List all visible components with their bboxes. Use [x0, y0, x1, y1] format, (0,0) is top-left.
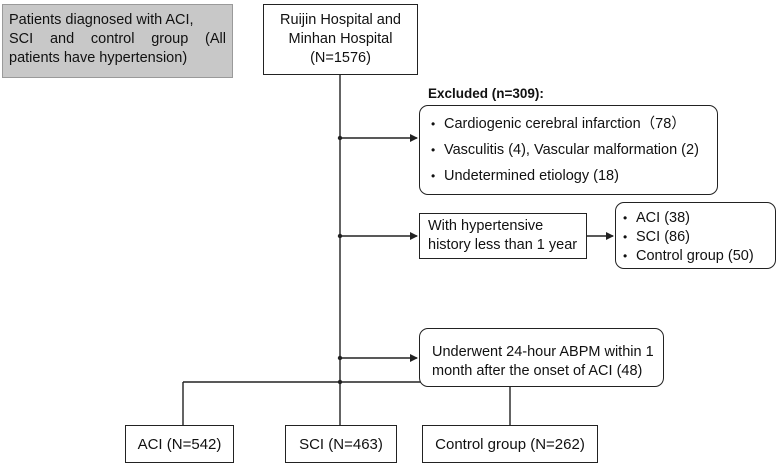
excluded-item: • Cardiogenic cerebral infarction（78） [428, 115, 717, 134]
excluded-item: • Undetermined etiology (18) [428, 167, 717, 186]
hypertension-group-text: Control group (50) [636, 248, 754, 264]
bullet-icon: • [623, 211, 628, 225]
abpm-line-1: Underwent 24-hour ABPM within 1 [432, 344, 654, 360]
excluded-item-text: Undetermined etiology (18) [444, 168, 619, 184]
hypertension-group-item: • SCI (86) [620, 228, 775, 247]
hypertension-group-item: • Control group (50) [620, 247, 775, 266]
junction-dot [337, 233, 343, 239]
abpm-excluded-box: Underwent 24-hour ABPM within 1 month af… [419, 328, 664, 387]
junction-dot [337, 355, 343, 361]
group-label: Control group (N=262) [435, 435, 585, 453]
hypertension-groups-box: • ACI (38) • SCI (86) • Control group (5… [615, 202, 776, 269]
hypertension-group-item: • ACI (38) [620, 209, 775, 228]
source-hospitals-box: Ruijin Hospital and Minhan Hospital (N=1… [263, 4, 418, 75]
bullet-icon: • [431, 169, 436, 183]
group-box-sci: SCI (N=463) [285, 425, 397, 463]
bullet-icon: • [431, 143, 436, 157]
bullet-icon: • [431, 117, 436, 131]
group-label: SCI (N=463) [299, 435, 383, 453]
hypertension-group-text: ACI (38) [636, 210, 690, 226]
bullet-icon: • [623, 249, 628, 263]
group-box-aci: ACI (N=542) [125, 425, 234, 463]
excluded-item-text: Cardiogenic cerebral infarction（78） [444, 116, 686, 132]
bullet-icon: • [623, 230, 628, 244]
hypertension-line-2: history less than 1 year [428, 237, 578, 253]
source-line-1: Ruijin Hospital and [280, 12, 401, 28]
excluded-heading: Excluded (n=309): [428, 86, 544, 101]
caption-line-2: SCI and control group (All [9, 31, 226, 47]
abpm-line-2: month after the onset of ACI (48) [432, 363, 643, 379]
source-total: (N=1576) [310, 50, 371, 66]
excluded-item-text: Vasculitis (4), Vascular malformation (2… [444, 142, 699, 158]
group-label: ACI (N=542) [137, 435, 222, 453]
caption-line-1: Patients diagnosed with ACI, [9, 12, 194, 28]
hypertension-group-text: SCI (86) [636, 229, 690, 245]
figure-caption: Patients diagnosed with ACI, SCI and con… [2, 4, 233, 78]
caption-line-3: patients have hypertension) [9, 50, 188, 66]
excluded-box: • Cardiogenic cerebral infarction（78） • … [419, 105, 718, 195]
junction-dot [337, 379, 343, 385]
junction-dot [337, 135, 343, 141]
hypertension-line-1: With hypertensive [428, 218, 544, 234]
group-box-control: Control group (N=262) [422, 425, 598, 463]
excluded-item: • Vasculitis (4), Vascular malformation … [428, 141, 717, 160]
source-line-2: Minhan Hospital [288, 31, 393, 47]
hypertension-history-box: With hypertensive history less than 1 ye… [419, 213, 587, 259]
